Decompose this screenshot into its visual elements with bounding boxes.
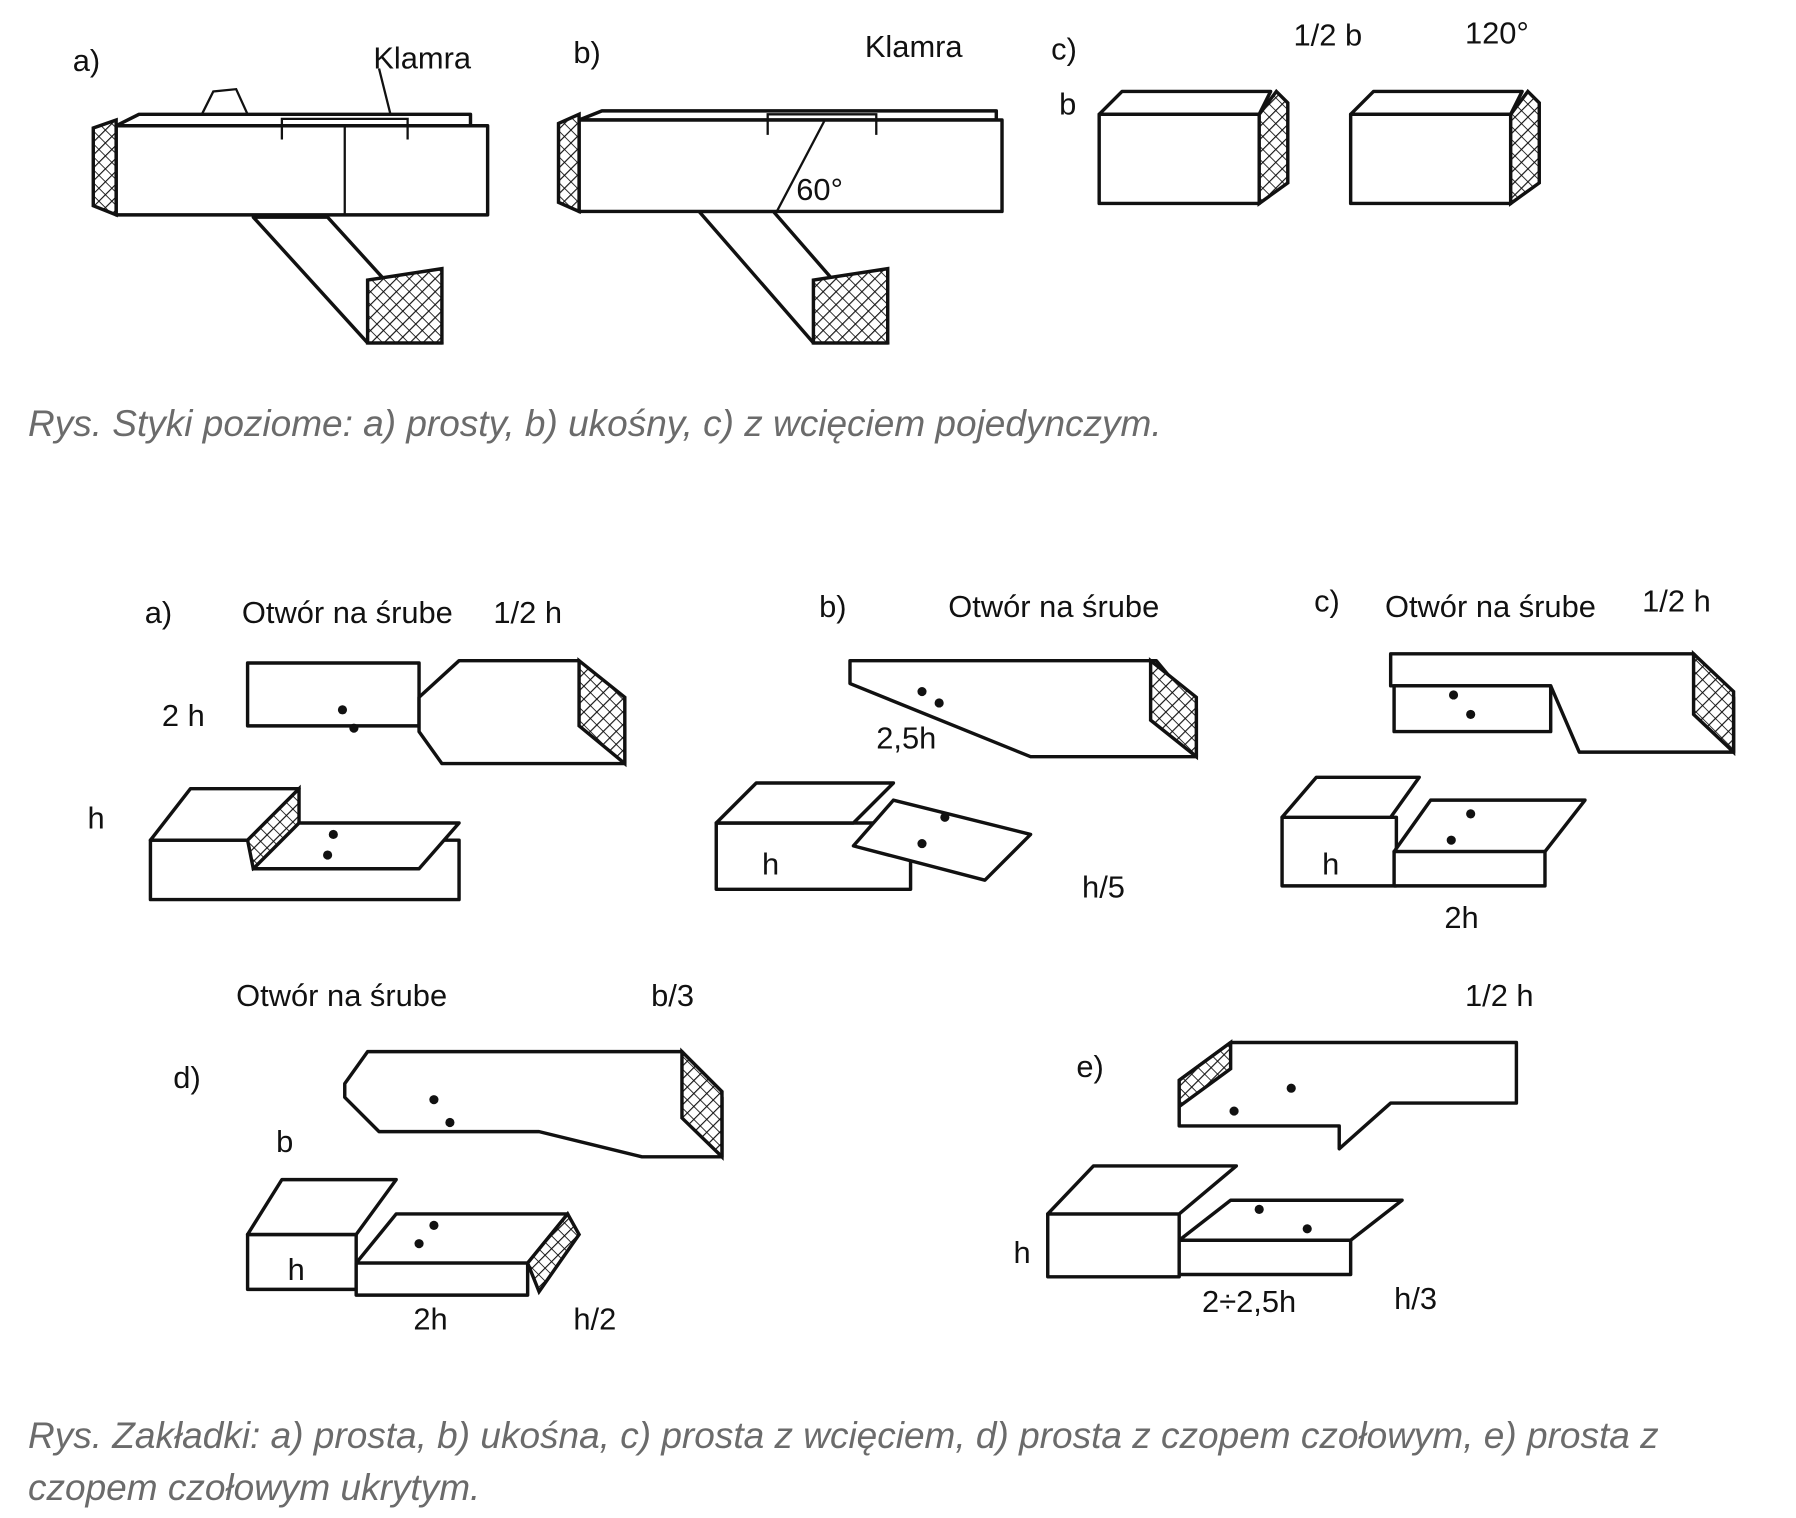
fig2-a-label: a) [145,595,172,630]
fig2-c-hole-label: Otwór na śrube [1385,589,1596,624]
fig1-c-half-b-label: 1/2 b [1294,18,1363,53]
fig2-c-half-h-label: 1/2 h [1642,584,1711,619]
fig2-a-2h-label: 2 h [162,698,205,733]
figure1-caption: Rys. Styki poziome: a) prosty, b) ukośny… [28,403,1162,444]
fig2-e-h3-label: h/3 [1394,1281,1437,1316]
fig1-a-label: a) [73,43,100,78]
fig2-joint-d: d) Otwór na śrube b/3 b h 2h h/2 [173,978,724,1336]
fig2-b-h-label: h [762,846,779,881]
fig2-e-label: e) [1076,1049,1103,1084]
fig2-e-len-label: 2÷2,5h [1202,1284,1296,1319]
fig2-joint-b: b) Otwór na śrube 2,5h h h/5 [714,589,1199,904]
fig2-b-len-label: 2,5h [876,721,936,756]
fig2-joint-e: e) 1/2 h h 2÷2,5h h/3 [1013,978,1533,1319]
fig2-e-h-label: h [1013,1235,1030,1270]
fig1-b-clamp-label: Klamra [865,29,964,64]
fig2-joint-a: a) Otwór na śrube 1/2 h 2 h h [88,595,627,902]
fig1-a-clamp-label: Klamra [373,41,472,76]
fig2-d-b-label: b [276,1124,293,1159]
fig2-c-h-label: h [1322,846,1339,881]
fig2-a-h-label: h [88,801,105,836]
fig1-joint-b: b) Klamra 60° [556,29,1004,345]
fig2-a-half-h-label: 1/2 h [493,595,562,630]
fig2-joint-c: c) Otwór na śrube 1/2 h h 2h [1280,584,1736,935]
fig1-c-b-label: b [1059,86,1076,121]
fig1-c-label: c) [1051,31,1077,66]
fig2-a-hole-label: Otwór na śrube [242,595,453,630]
fig2-b-label: b) [819,589,846,624]
fig2-d-hole-label: Otwór na śrube [236,978,447,1013]
fig2-b-hole-label: Otwór na śrube [948,589,1159,624]
fig1-joint-a: a) Klamra [73,41,490,345]
fig1-joint-c: c) 1/2 b 120° b [1051,15,1541,207]
fig2-b-h5-label: h/5 [1082,869,1125,904]
fig1-b-angle-label: 60° [796,172,843,207]
fig2-c-2h-label: 2h [1444,900,1478,935]
fig2-c-label: c) [1314,584,1340,619]
fig2-d-label: d) [173,1060,200,1095]
fig2-d-2h-label: 2h [413,1301,447,1336]
fig2-e-half-h-label: 1/2 h [1465,978,1534,1013]
fig2-d-h2-label: h/2 [573,1301,616,1336]
figure2-caption: Rys. Zakładki: a) prosta, b) ukośna, c) … [28,1415,1659,1508]
fig2-d-h-label: h [288,1252,305,1287]
fig1-b-label: b) [573,35,600,70]
fig1-c-angle-label: 120° [1465,15,1529,50]
fig2-d-b3-label: b/3 [651,978,694,1013]
